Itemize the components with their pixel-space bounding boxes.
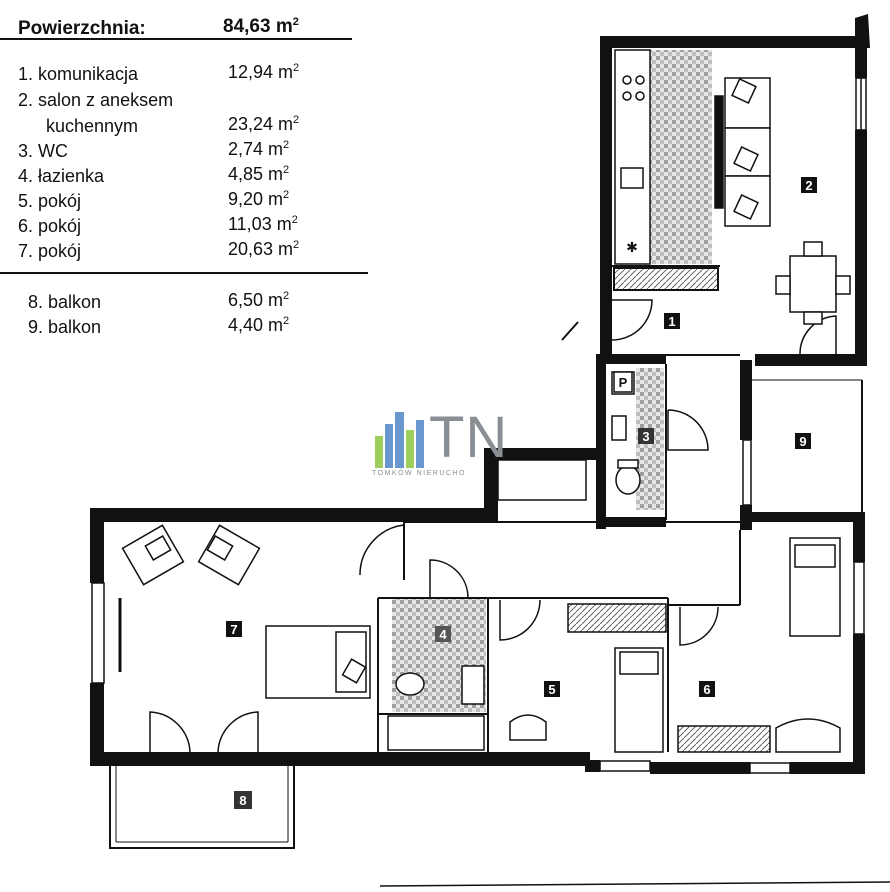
legend-area: 12,94 m2 — [228, 62, 300, 82]
legend-area: 6,50 m2 — [228, 290, 290, 310]
legend-total: 84,63 m2 — [223, 16, 299, 37]
legend-row: 8. balkon — [28, 292, 102, 312]
svg-text:5: 5 — [548, 682, 555, 697]
watermark-logo-icon — [375, 412, 424, 468]
watermark-text: TN — [429, 405, 509, 470]
legend-row: 2. salon z aneksem — [18, 90, 174, 110]
legend-row: 1. komunikacja — [18, 64, 139, 84]
svg-text:6: 6 — [703, 682, 710, 697]
legend-row: 6. pokój — [18, 216, 82, 236]
svg-text:P: P — [619, 375, 628, 390]
room-marker-5: 5 — [544, 681, 560, 697]
svg-text:2: 2 — [805, 178, 812, 193]
room7-furniture — [118, 524, 371, 699]
room-marker-9: 9 — [795, 433, 811, 449]
balcony-9 — [752, 379, 863, 512]
room-marker-2: 2 — [801, 177, 817, 193]
svg-text:8: 8 — [239, 793, 246, 808]
dining-table — [775, 241, 851, 325]
svg-text:1: 1 — [668, 314, 675, 329]
room-marker-7: 7 — [226, 621, 242, 637]
room5-furniture — [509, 603, 667, 753]
balcony-8 — [109, 766, 295, 849]
legend-area: 2,74 m2 — [228, 139, 290, 159]
legend-row: kuchennym — [46, 116, 139, 136]
room-marker-1: 1 — [664, 313, 680, 329]
room-marker-8: 8 — [234, 791, 252, 809]
legend-area: 20,63 m2 — [228, 239, 300, 259]
legend-row: 5. pokój — [18, 191, 82, 211]
legend-area: 23,24 m2 — [228, 114, 300, 134]
kitchen-counter: ✱ — [614, 49, 651, 265]
legend-row: 3. WC — [18, 141, 69, 161]
exterior-walls — [90, 14, 870, 774]
kitchen-tile-floor — [650, 50, 712, 264]
legend-row: 4. łazienka — [18, 166, 105, 186]
legend-rule-mid — [0, 272, 368, 274]
svg-text:3: 3 — [642, 429, 649, 444]
room-marker-4: 4 — [435, 626, 451, 642]
living-sofa — [714, 77, 771, 227]
legend-area: 4,40 m2 — [228, 315, 290, 335]
svg-text:9: 9 — [799, 434, 806, 449]
legend-rule-top — [0, 38, 352, 40]
windows — [91, 77, 867, 774]
legend-area: 4,85 m2 — [228, 164, 290, 184]
room-marker-6: 6 — [699, 681, 715, 697]
door-swings — [149, 299, 837, 753]
legend-row: 9. balkon — [28, 317, 102, 337]
svg-text:✱: ✱ — [626, 239, 638, 255]
legend-area: 9,20 m2 — [228, 189, 290, 209]
room-marker-3: 3 — [638, 428, 654, 444]
wc-p-marker: P — [613, 371, 633, 393]
legend-row: 7. pokój — [18, 241, 82, 261]
stray-mark — [561, 321, 579, 341]
interior-walls — [377, 265, 741, 752]
svg-text:4: 4 — [439, 627, 447, 642]
legend-title: Powierzchnia: — [18, 18, 146, 39]
bottom-edge-line — [379, 881, 890, 887]
watermark-subtitle: TOMKÓW NIERUCHO — [372, 470, 466, 477]
svg-text:7: 7 — [230, 622, 237, 637]
bathroom-fixtures — [387, 665, 485, 751]
room6-furniture — [677, 537, 841, 753]
legend-area: 11,03 m2 — [228, 214, 298, 234]
